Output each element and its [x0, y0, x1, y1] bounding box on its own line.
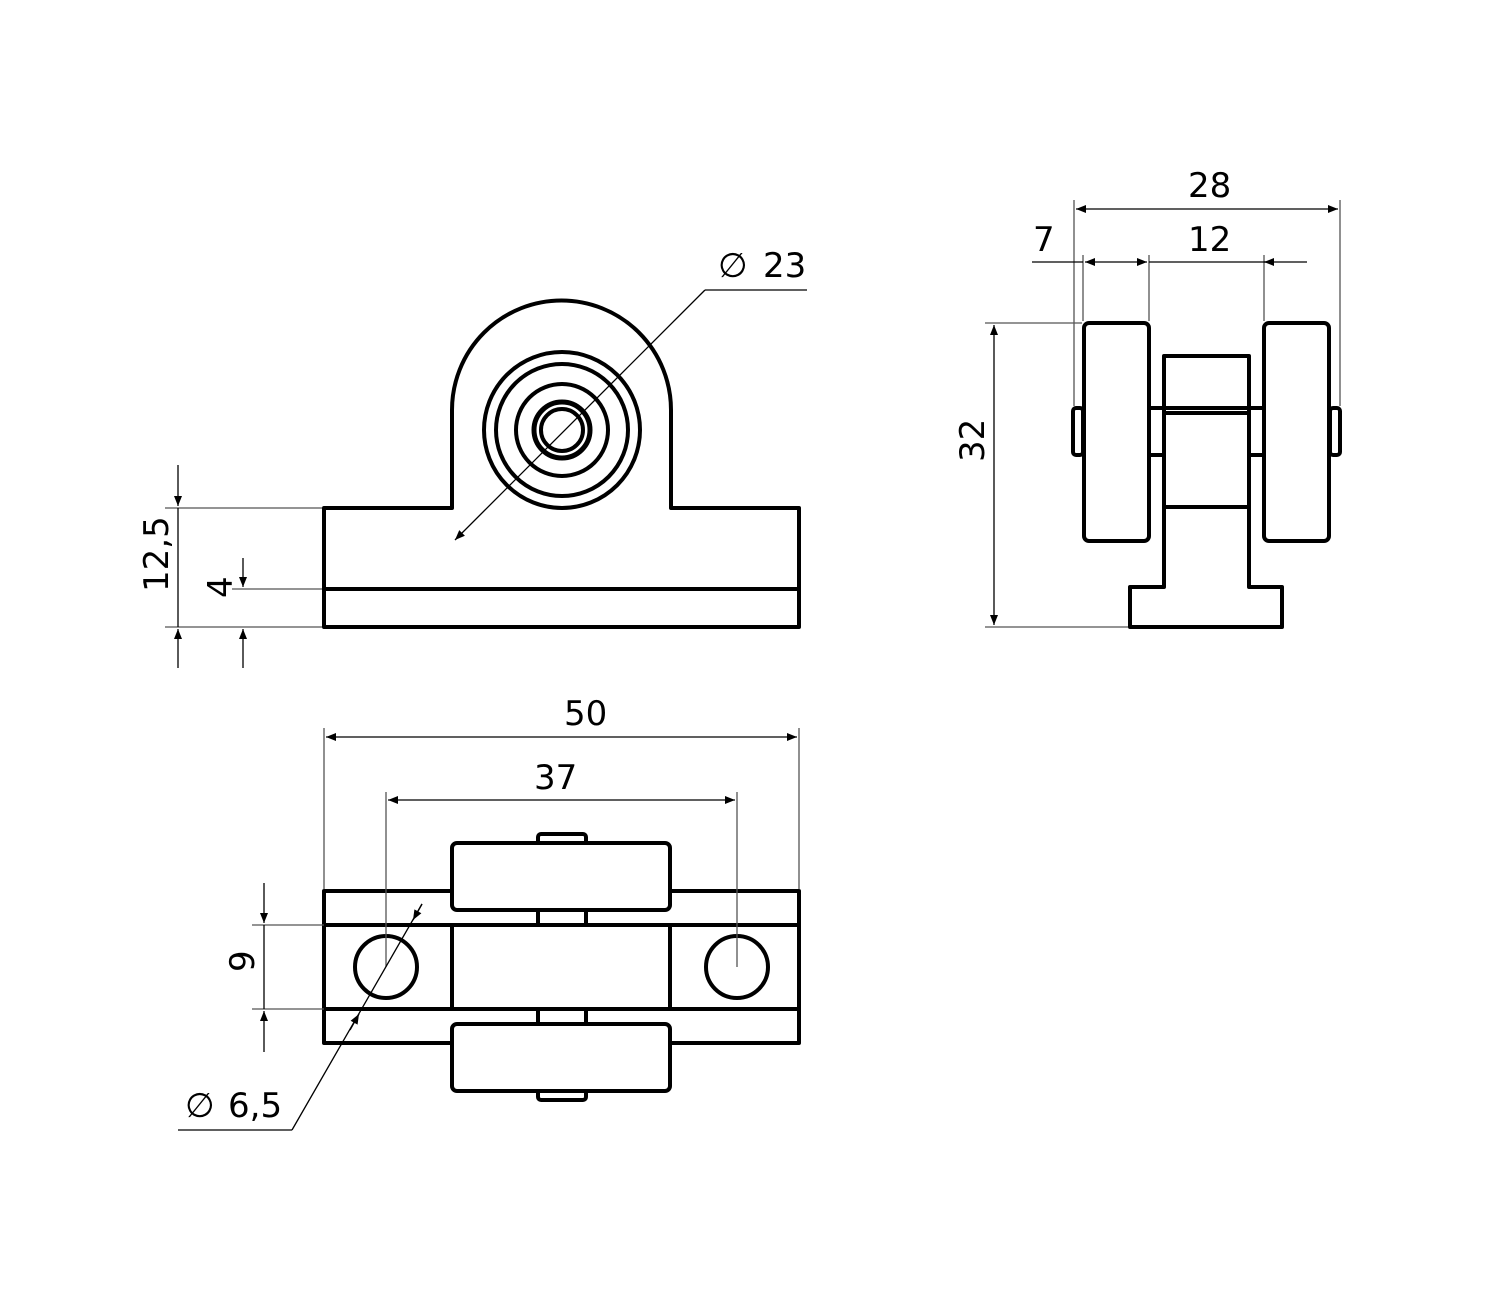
dim-overall-width: 28: [1188, 166, 1231, 206]
dim-base-length: 50: [564, 694, 607, 734]
dim-slot-width: 9: [223, 950, 263, 972]
dim-base-lip: 4: [201, 576, 241, 598]
side-view: 28 7 12 32: [953, 166, 1342, 629]
dim-diameter-symbol-6-5: ∅: [185, 1086, 215, 1126]
front-view: ∅ 23 12,5 4: [137, 246, 807, 668]
dim-wheel-spacing: 12: [1188, 220, 1231, 260]
dim-hole-diameter: 6,5: [228, 1086, 282, 1126]
dim-hole-spacing: 37: [534, 758, 577, 798]
top-view: 50 37 9 ∅ 6,5: [178, 694, 801, 1131]
dim-diameter-symbol-23: ∅: [718, 246, 748, 286]
dim-roller-diameter: 23: [763, 246, 806, 286]
dim-base-height: 12,5: [137, 516, 177, 592]
dim-overall-height: 32: [953, 419, 993, 462]
dim-wheel-width: 7: [1033, 220, 1055, 260]
